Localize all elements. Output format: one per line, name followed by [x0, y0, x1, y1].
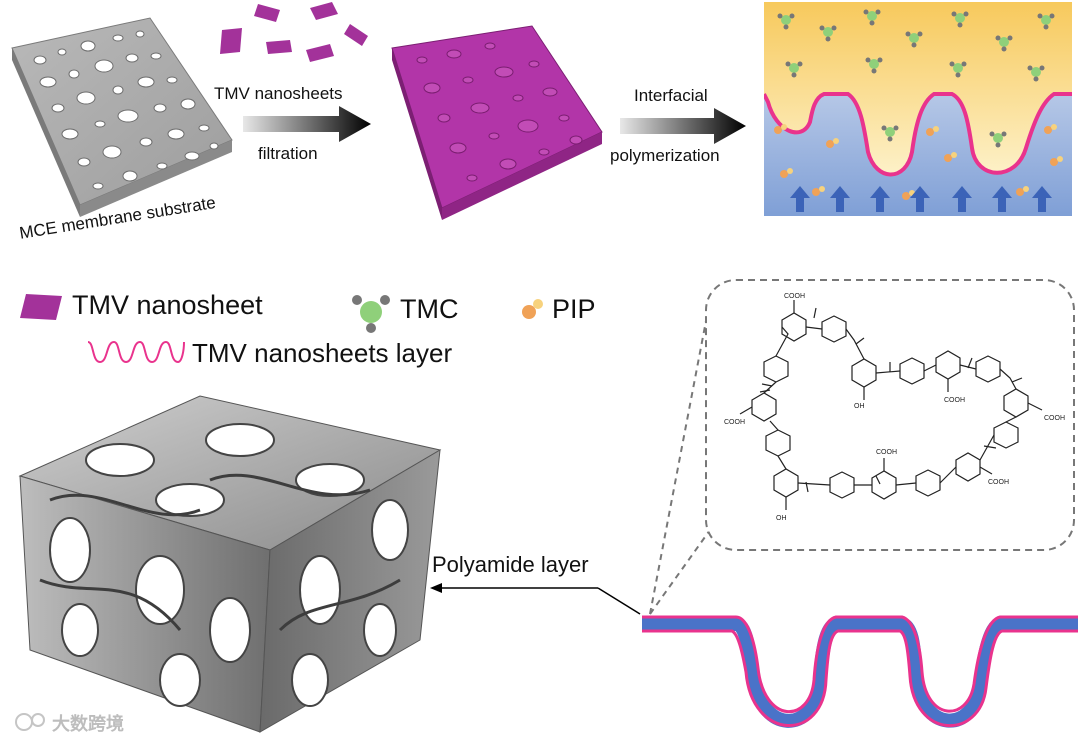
polyamide-3d-structure	[18, 395, 442, 733]
watermark-logo-icon	[15, 713, 45, 731]
legend-layer-label: TMV nanosheets layer	[192, 338, 453, 368]
mce-membrane-substrate	[11, 17, 233, 217]
falling-tmv-nanosheets	[220, 2, 368, 62]
diffusion-arrows	[790, 186, 1052, 212]
cooh-label-2: COOH	[944, 397, 965, 404]
interfacial-polymerization-arrow	[620, 108, 746, 144]
watermark: 大数跨境	[52, 714, 124, 734]
legend-nanosheet-label: TMV nanosheet	[72, 290, 263, 320]
polyamide-pointer-arrow	[430, 583, 641, 615]
legend-tmc-label: TMC	[400, 294, 459, 324]
tmc-molecules	[777, 9, 1055, 148]
oh-label-1: OH	[854, 403, 865, 410]
cooh-label-5: COOH	[876, 449, 897, 456]
legend-tmc-icon	[352, 295, 390, 333]
filtration-arrow	[243, 106, 371, 142]
cooh-label-6: COOH	[988, 479, 1009, 486]
interfacial-polymerization-panel	[764, 2, 1072, 216]
cooh-label-3: COOH	[724, 419, 745, 426]
oh-label-2: OH	[776, 515, 787, 522]
polyamide-molecular-structure: COOH OH COOH COOH COOH OH COOH COOH	[705, 279, 1075, 551]
cooh-label-4: COOH	[1044, 415, 1065, 422]
legend-pip-label: PIP	[552, 294, 596, 324]
polyamide-label: Polyamide layer	[432, 552, 589, 577]
legend-layer-icon	[87, 340, 185, 364]
legend-nanosheet-icon	[20, 294, 62, 320]
legend-pip-icon	[522, 299, 543, 319]
zoom-callout-lines	[649, 299, 711, 615]
cooh-label-1: COOH	[784, 293, 805, 300]
tmv-coated-membrane	[391, 25, 603, 220]
step2-bottom-label: polymerization	[610, 146, 720, 165]
pip-molecules	[774, 124, 1063, 200]
polyamide-layer-cross-section	[642, 615, 1078, 728]
step1-bottom-label: filtration	[258, 144, 318, 163]
step1-top-label: TMV nanosheets	[214, 84, 343, 103]
step2-top-label: Interfacial	[634, 86, 708, 105]
